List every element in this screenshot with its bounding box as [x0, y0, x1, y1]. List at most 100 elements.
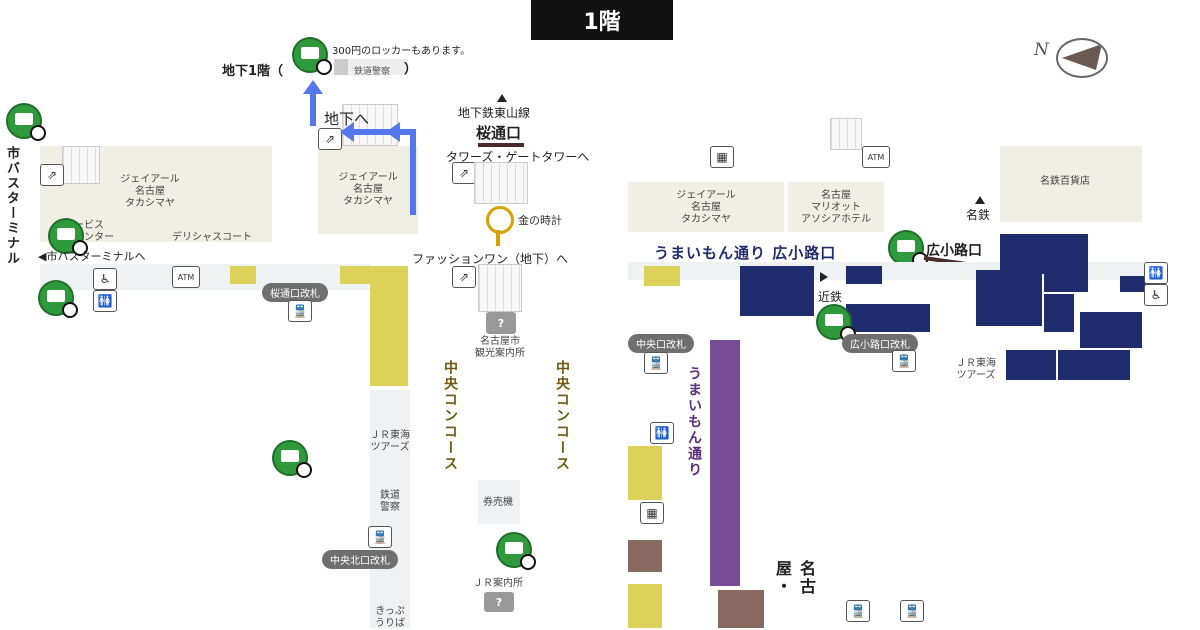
escalator-icon: ⇗ [452, 162, 476, 184]
concourse-block [628, 584, 662, 628]
locker-icon[interactable] [38, 280, 78, 318]
restroom-icon: 🚻 [1144, 262, 1168, 284]
shop-block [976, 270, 1042, 326]
sakura-gate-label: 桜通口改札 [270, 289, 320, 300]
wheelchair-icon: ♿ [1144, 284, 1168, 306]
shop-block [1044, 294, 1074, 332]
jr-takashimaya-building-3 [628, 182, 784, 232]
train-gate-icon: 🚆 [368, 526, 392, 548]
wheelchair-icon: ♿ [93, 268, 117, 290]
nagoya-vertical: 名古屋・ [773, 560, 816, 596]
shop-block [1000, 234, 1088, 274]
subway-marker [497, 94, 507, 102]
shop-block [740, 266, 814, 316]
kintetsu-label: 近鉄 [818, 290, 843, 304]
restroom-icon: 🚻 [650, 422, 674, 444]
concourse-block [644, 266, 680, 286]
central-gate-label: 中央口改札 [636, 340, 686, 351]
central-north-gate-label: 中央北口改札 [330, 556, 390, 567]
kintetsu-marker [820, 272, 828, 282]
shop-block [846, 304, 930, 332]
hirokoji-entrance-label[interactable]: 広小路口 [926, 243, 982, 259]
delicious-court-label: デリシャスコート [172, 232, 252, 243]
police-box: 鉄道警察 [334, 59, 408, 77]
sakura-entrance-label[interactable]: 桜通口 [476, 124, 522, 142]
shop-block [1120, 276, 1146, 292]
atm-icon: ATM [862, 146, 890, 168]
shopping-icon: ▦ [640, 502, 664, 524]
meitetsu-dept-label: 名鉄百貨店 [1040, 176, 1090, 187]
locker-icon[interactable] [888, 230, 928, 268]
stairs [830, 118, 862, 150]
arrow-vertical-shaft [410, 129, 416, 215]
meitetsu-marker [975, 196, 985, 204]
jr-takashimaya-label-2: ジェイアール 名古屋 タカシマヤ [338, 172, 398, 207]
tourist-info-label: 名古屋市 観光案内所 [475, 336, 525, 359]
police-label: 鉄道警察 [354, 67, 391, 77]
locker-icon[interactable] [48, 218, 88, 256]
jr-takashimaya-label-1: ジェイアール 名古屋 タカシマヤ [120, 174, 180, 209]
hirokoji-gate-badge: 広小路口改札 [842, 334, 918, 353]
train-gate-icon: 🚆 [892, 350, 916, 372]
shop-block-brown [628, 540, 662, 572]
arrow-up-head [303, 80, 323, 94]
concourse-block [230, 266, 256, 284]
central-north-gate-badge: 中央北口改札 [322, 550, 398, 569]
arrow-left-head [340, 122, 354, 142]
gold-clock-label: 金の時計 [518, 214, 562, 227]
concourse-block [340, 266, 372, 284]
concourse-block [628, 446, 662, 500]
b1-label: 地下1階（ [222, 64, 284, 79]
shop-block [1058, 350, 1130, 380]
atm-label-right: ATM [867, 152, 885, 162]
service-counter-label: サービス カウンター [64, 220, 114, 243]
towers-label[interactable]: タワーズ・ゲートタワーへ [446, 150, 590, 164]
locker-icon[interactable] [292, 37, 332, 75]
train-gate-icon: 🚆 [644, 352, 668, 374]
train-gate-icon: 🚆 [846, 600, 870, 622]
shopping-icon: ▦ [710, 146, 734, 168]
clock-icon [486, 206, 514, 234]
shop-block [1044, 270, 1088, 292]
train-gate-icon: 🚆 [288, 300, 312, 322]
sakura-entrance-bar [478, 143, 524, 147]
arrow-corner [386, 122, 400, 142]
stairs [478, 264, 522, 312]
arrow-up [310, 92, 316, 126]
fashion-one-label[interactable]: ファッションワン（地下）へ [412, 252, 569, 266]
subway-line-label: 地下鉄東山線 [458, 106, 531, 120]
locker-note: 300円のロッカーもあります。 [332, 46, 471, 57]
shop-block [1006, 350, 1056, 380]
locker-icon[interactable] [496, 532, 536, 570]
hirokoji-gate-label: 広小路口改札 [850, 340, 910, 351]
atm-icon: ATM [172, 266, 200, 288]
umaimon-hirokoji-label: うまいもん通り 広小路口 [654, 244, 837, 262]
arrow-left-shaft [352, 129, 410, 135]
locker-icon[interactable] [6, 103, 46, 141]
concourse-column [370, 266, 408, 386]
shop-block [1080, 312, 1142, 348]
locker-icon[interactable] [272, 440, 312, 478]
ticket-machine-label: 券売機 [483, 497, 513, 508]
jr-takashimaya-building-2 [318, 146, 418, 234]
compass-icon [1056, 38, 1108, 78]
ticket-machine-area [478, 480, 520, 524]
marriott-building [788, 182, 884, 232]
jr-tours-label-2: ＪＲ東海 ツアーズ [956, 358, 996, 381]
marriott-label: 名古屋 マリオット アソシアホテル [801, 190, 871, 225]
central-concourse-vertical-2: 中央コンコース [554, 360, 570, 472]
train-gate-icon: 🚆 [900, 600, 924, 622]
rail-police-label: 鉄道 警察 [380, 490, 400, 513]
walkway-center [370, 390, 410, 628]
b1-close: ） [404, 62, 418, 77]
stairs [62, 146, 100, 184]
shop-block-brown [718, 590, 764, 628]
ticket-office-label: きっぷ うりば [375, 606, 405, 629]
info-icon: ? [486, 312, 516, 334]
to-underground-label[interactable]: 地下へ [324, 110, 370, 128]
compass-north-label: N [1034, 40, 1049, 60]
umaimon-vertical: うまいもん通り [686, 366, 702, 478]
jr-takashimaya-label-3: ジェイアール 名古屋 タカシマヤ [676, 190, 736, 225]
central-concourse-vertical: 中央コンコース [442, 360, 458, 472]
to-bus-terminal[interactable]: ◀市バスターミナルへ [38, 250, 146, 263]
